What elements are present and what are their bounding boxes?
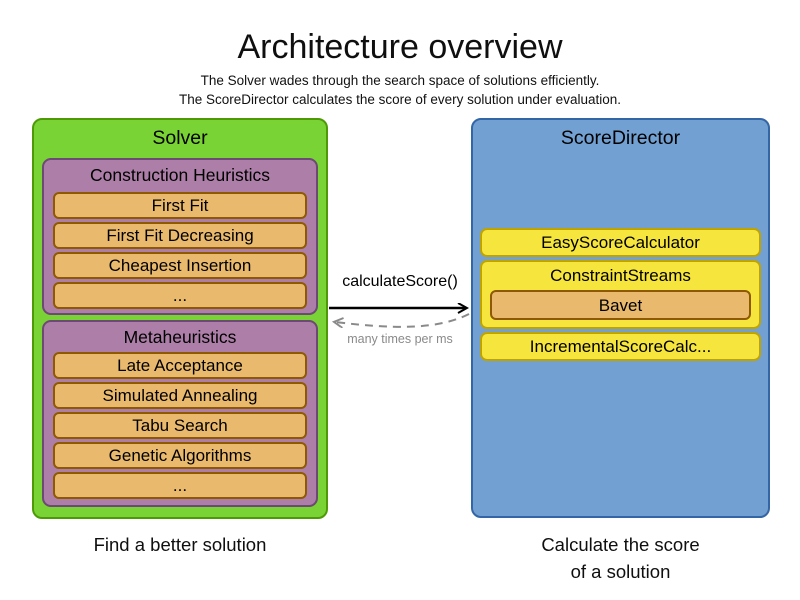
heuristic-item: First Fit bbox=[53, 192, 307, 219]
solver-title: Solver bbox=[152, 127, 208, 149]
metaheuristic-item-ellipsis: ... bbox=[53, 472, 307, 499]
metaheuristic-item: Simulated Annealing bbox=[53, 382, 307, 409]
heuristic-item-ellipsis: ... bbox=[53, 282, 307, 309]
construction-heuristics-label: Construction Heuristics bbox=[90, 165, 270, 185]
metaheuristic-item: Tabu Search bbox=[53, 412, 307, 439]
subtitle-line-1: The Solver wades through the search spac… bbox=[200, 73, 600, 88]
score-director-title: ScoreDirector bbox=[560, 127, 681, 149]
metaheuristics-label: Metaheuristics bbox=[123, 327, 237, 347]
constraint-streams-item: ConstraintStreams Bavet bbox=[480, 260, 761, 329]
constraint-streams-label: ConstraintStreams bbox=[550, 266, 691, 285]
dashed-return-arrow bbox=[335, 313, 470, 327]
construction-heuristics-group: Construction Heuristics First Fit First … bbox=[42, 158, 318, 315]
solver-caption: Find a better solution bbox=[93, 534, 267, 555]
page-title: Architecture overview bbox=[237, 28, 563, 66]
calculate-score-arrows bbox=[329, 270, 470, 355]
easy-score-calculator-item: EasyScoreCalculator bbox=[480, 228, 761, 257]
calculate-score-label: calculateScore() bbox=[342, 273, 458, 290]
score-director-caption-line-1: Calculate the score bbox=[541, 534, 700, 555]
frequency-label: many times per ms bbox=[347, 332, 453, 346]
incremental-score-calculator-item: IncrementalScoreCalc... bbox=[480, 332, 761, 361]
metaheuristics-group: Metaheuristics Late Acceptance Simulated… bbox=[42, 320, 318, 507]
metaheuristic-item: Late Acceptance bbox=[53, 352, 307, 379]
subtitle-line-2: The ScoreDirector calculates the score o… bbox=[179, 92, 621, 107]
score-director-box: ScoreDirector EasyScoreCalculator Constr… bbox=[471, 118, 770, 518]
solver-box: Solver Construction Heuristics First Fit… bbox=[32, 118, 328, 519]
score-director-caption-line-2: of a solution bbox=[570, 561, 671, 582]
score-director-caption: Calculate the score of a solution bbox=[471, 531, 770, 585]
metaheuristic-item: Genetic Algorithms bbox=[53, 442, 307, 469]
heuristic-item: First Fit Decreasing bbox=[53, 222, 307, 249]
heuristic-item: Cheapest Insertion bbox=[53, 252, 307, 279]
bavet-item: Bavet bbox=[490, 290, 751, 320]
